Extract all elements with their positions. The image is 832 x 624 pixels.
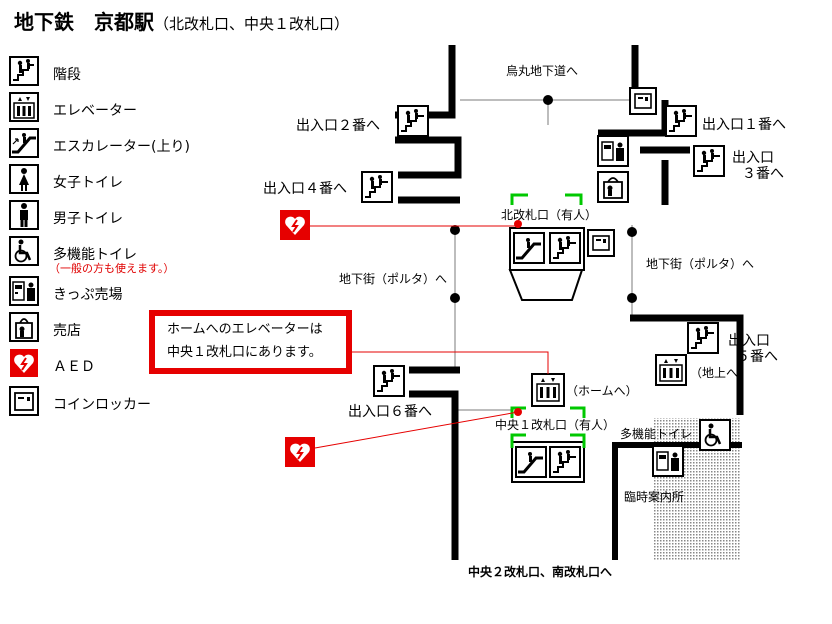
legend-label: ＡＥＤ — [53, 359, 95, 375]
legend-label: 多機能トイレ — [53, 247, 137, 263]
station-name: 地下鉄 京都駅 — [14, 10, 154, 34]
label-exit-3-line1: 出入口 — [732, 150, 774, 166]
label-exit-3-line2: ３番へ — [742, 166, 784, 182]
label-exit-1: 出入口１番へ — [702, 117, 786, 133]
elevator-icon — [9, 92, 39, 122]
route-junctions — [450, 95, 637, 303]
north-gate-marks — [510, 193, 583, 205]
notice-line: 中央１改札口にあります。 — [167, 345, 322, 360]
label-porta-right: 地下街（ポルタ）へ — [646, 257, 755, 271]
stairs-icon — [693, 145, 725, 177]
accessible-toilet-icon — [699, 419, 731, 451]
label-porta-left: 地下街（ポルタ）へ — [339, 272, 448, 286]
elevator-icon — [655, 354, 687, 386]
label-exit-6: 出入口６番へ — [348, 404, 432, 420]
label-to-platform: （ホームへ） — [566, 384, 638, 398]
shop-icon — [9, 312, 39, 342]
coin-locker-icon — [629, 87, 657, 115]
stairs-icon — [397, 105, 429, 137]
page-title: 地下鉄 京都駅（北改札口、中央１改札口） — [14, 6, 349, 35]
aed-location-central — [514, 408, 522, 416]
label-central-gate-1: 中央１改札口（有人） — [495, 418, 616, 432]
escalator-icon — [9, 128, 39, 158]
legend-label: 男子トイレ — [53, 211, 123, 227]
aed-icon — [279, 209, 311, 241]
label-exit-2: 出入口２番へ — [296, 118, 380, 134]
label-to-ground: （地上へ） — [690, 366, 751, 380]
accessible-toilet-icon — [9, 236, 39, 266]
legend-label: コインロッカー — [53, 397, 151, 413]
label-info-center: 臨時案内所 — [624, 490, 685, 504]
stairs-icon — [9, 56, 39, 86]
shop-icon — [597, 171, 629, 203]
coin-locker-icon — [9, 386, 39, 416]
escalator-icon — [512, 231, 546, 265]
elevator-notice: ホームへのエレベーターは 中央１改札口にあります。 — [149, 310, 352, 374]
notice-line: ホームへのエレベーターは — [167, 322, 323, 337]
legend-label: 階段 — [53, 67, 81, 83]
legend-label: きっぷ売場 — [53, 287, 123, 303]
label-exit-5-line1: 出入口 — [728, 333, 770, 349]
stairs-icon — [687, 322, 719, 354]
label-to-central-south: 中央２改札口、南改札口へ — [468, 565, 613, 579]
ticket-machine-icon — [652, 445, 684, 477]
stairs-icon — [549, 232, 581, 264]
ticket-machine-icon — [9, 276, 39, 306]
aed-location-north — [514, 220, 522, 228]
aed-icon — [10, 349, 38, 377]
legend-label: エレベーター — [53, 103, 137, 119]
label-north-gate: 北改札口（有人） — [501, 208, 598, 222]
label-exit-5-line2: ５番へ — [736, 349, 778, 365]
label-to-karasuma: 烏丸地下道へ — [506, 64, 579, 78]
info-area — [612, 445, 654, 560]
stairs-icon — [665, 105, 697, 137]
escalator-icon — [514, 445, 548, 479]
mens-toilet-icon — [9, 200, 39, 230]
wall-segment — [612, 442, 618, 560]
legend-label: 売店 — [53, 323, 81, 339]
womens-toilet-icon — [9, 164, 39, 194]
aed-icon — [284, 436, 316, 468]
north-concourse — [508, 269, 584, 301]
legend-note: （一般の方も使えます。） — [49, 262, 175, 275]
label-accessible-toilet: 多機能トイレ — [620, 427, 693, 441]
elevator-icon — [531, 373, 565, 407]
ticket-machine-icon — [597, 135, 629, 167]
coin-locker-icon — [587, 229, 615, 257]
legend-label: 女子トイレ — [53, 175, 123, 191]
label-exit-4: 出入口４番へ — [263, 181, 347, 197]
aed-leader-lines — [310, 225, 549, 449]
gates-subtitle: （北改札口、中央１改札口） — [154, 15, 350, 33]
central-gate-marks — [510, 406, 586, 448]
stairs-icon — [361, 171, 393, 203]
stairs-icon — [373, 365, 405, 397]
stairs-icon — [549, 446, 581, 478]
legend-label: エスカレーター(上り) — [53, 139, 190, 155]
